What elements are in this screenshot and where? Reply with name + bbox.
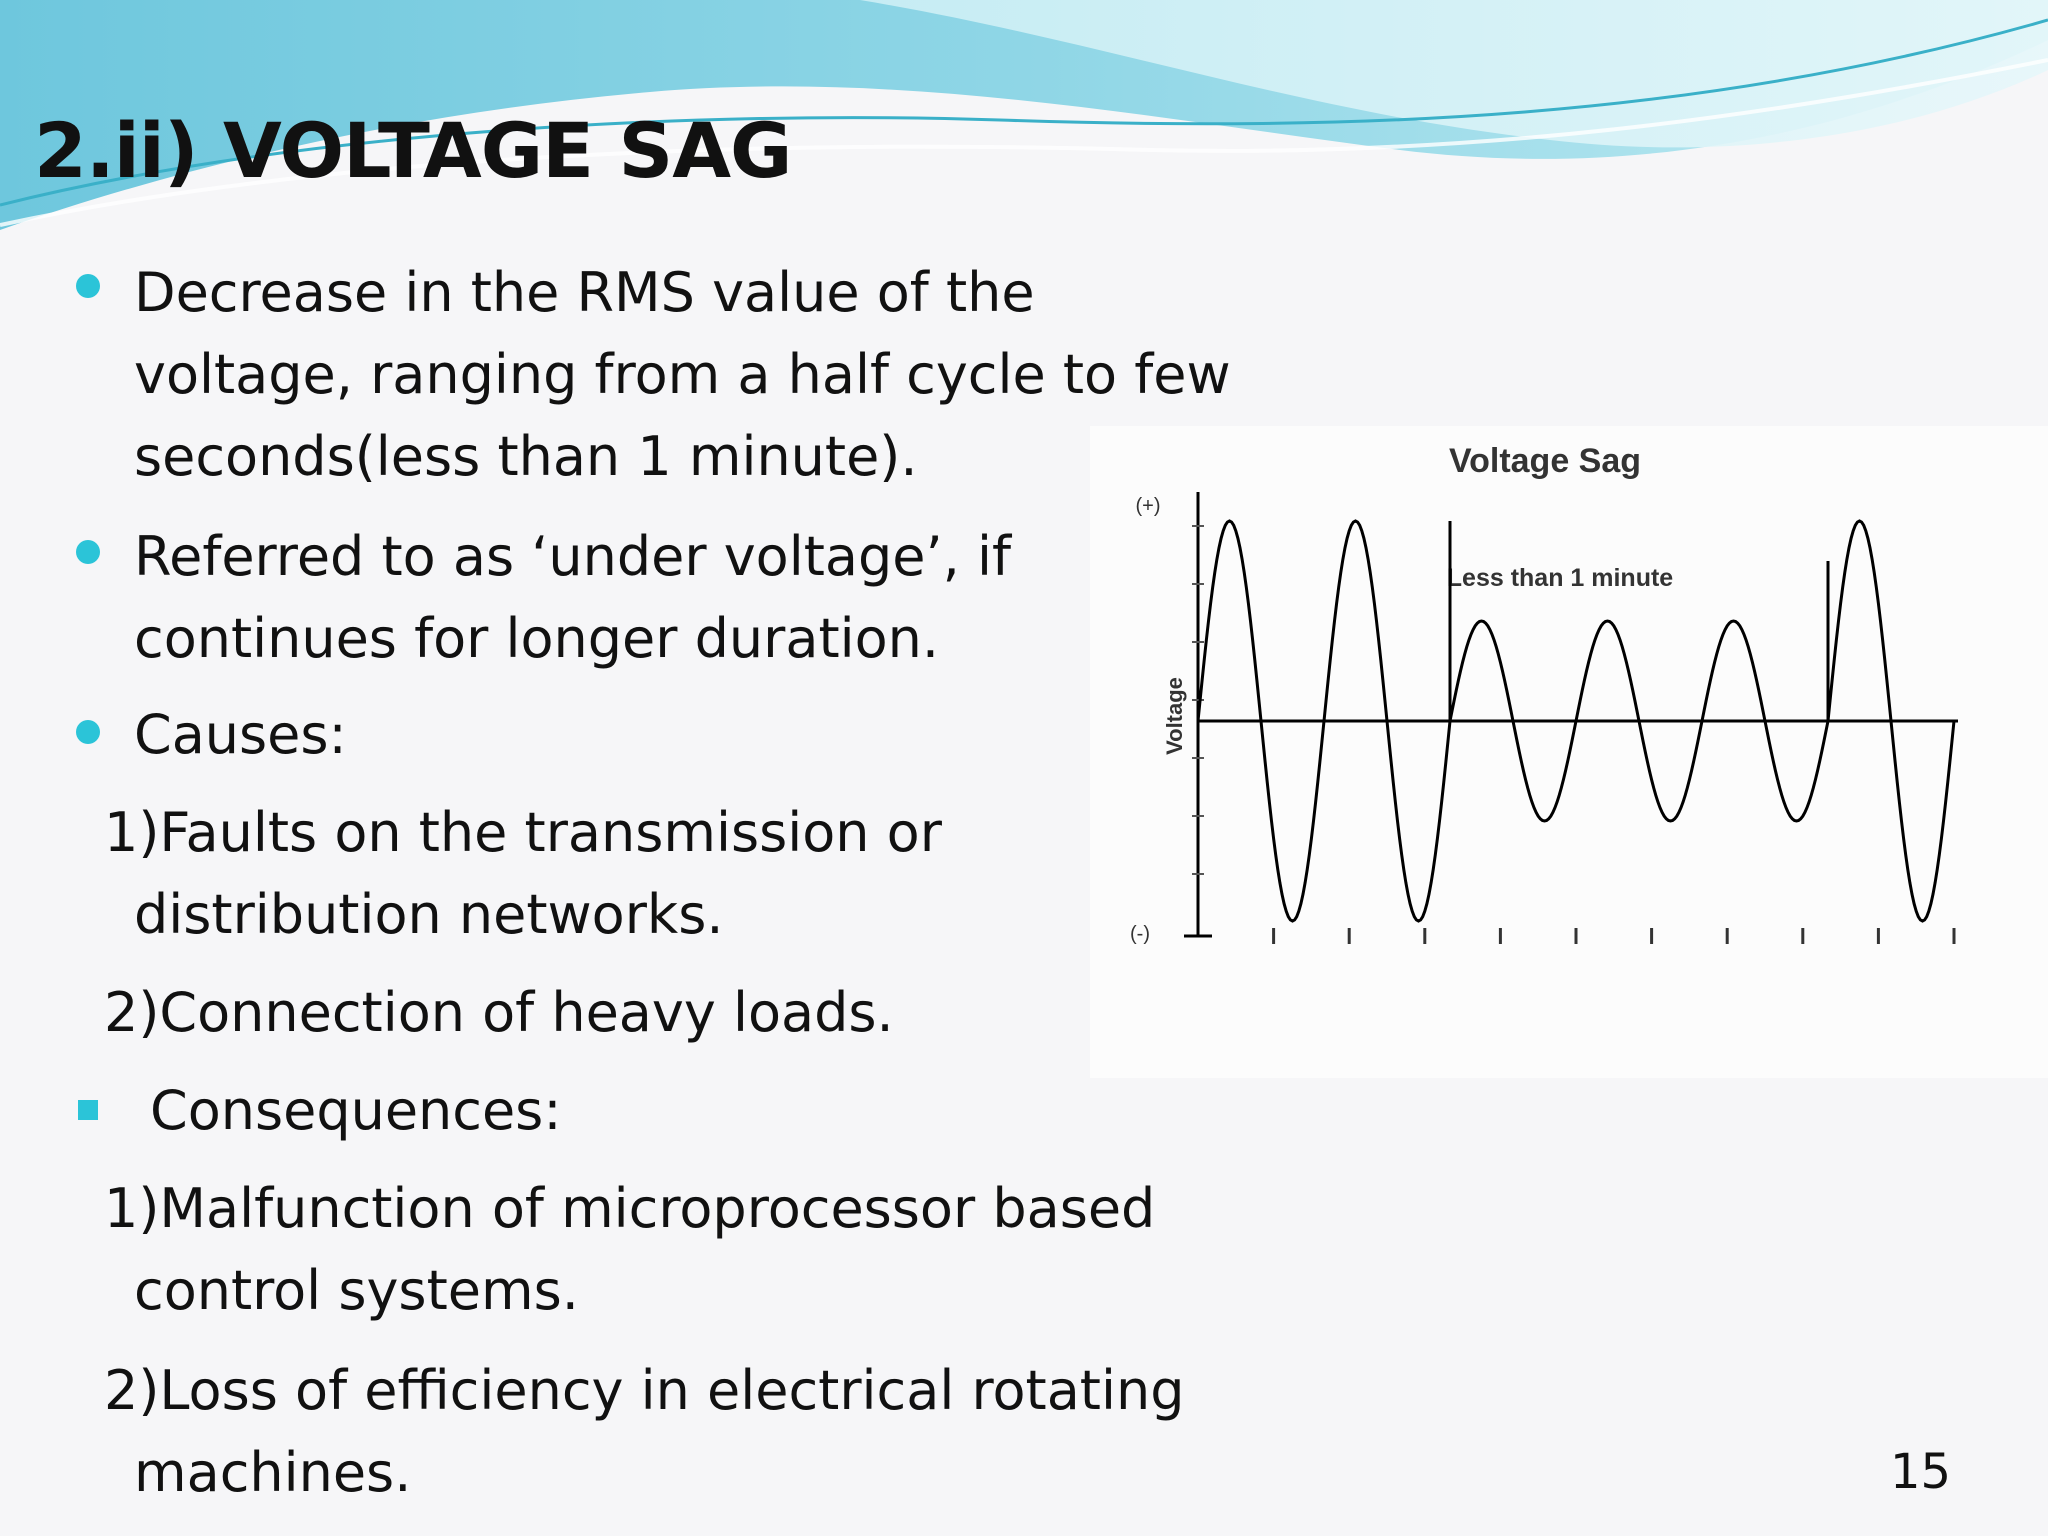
y-axis-top-label: (+) (1136, 495, 1161, 517)
chart-title: Voltage Sag (1449, 442, 1641, 480)
bullet-icon (76, 540, 100, 564)
y-axis-label: Voltage (1162, 677, 1187, 755)
bullet-icon (76, 274, 100, 298)
slide-title: 2.ii) VOLTAGE SAG (34, 106, 792, 195)
voltage-sag-figure: Voltage Sag Less than 1 minute (+) (-) V… (1090, 426, 2048, 1078)
voltage-sag-chart: Voltage Sag Less than 1 minute (+) (-) V… (1130, 442, 1958, 945)
consequences-heading: Consequences: (150, 1079, 562, 1142)
bullet-text-2: Referred to as ‘under voltage’, if conti… (134, 525, 1011, 670)
chart-annotation: Less than 1 minute (1447, 564, 1674, 592)
y-axis-bottom-label: (-) (1130, 923, 1150, 945)
bullet-text-1: Decrease in the RMS value of the voltage… (134, 261, 1231, 488)
slide-number: 15 (1890, 1444, 1952, 1500)
header-wave-decoration (0, 0, 2048, 230)
square-bullet-icon (78, 1100, 98, 1120)
cause-item-2: 2)Connection of heavy loads. (104, 981, 894, 1044)
consequence-item-1: 1)Malfunction of microprocessor based co… (104, 1177, 1156, 1322)
cause-item-1: 1)Faults on the transmission or distribu… (104, 801, 942, 946)
consequence-item-2: 2)Loss of efficiency in electrical rotat… (104, 1359, 1185, 1504)
bullet-icon (76, 720, 100, 744)
causes-heading: Causes: (134, 703, 347, 766)
